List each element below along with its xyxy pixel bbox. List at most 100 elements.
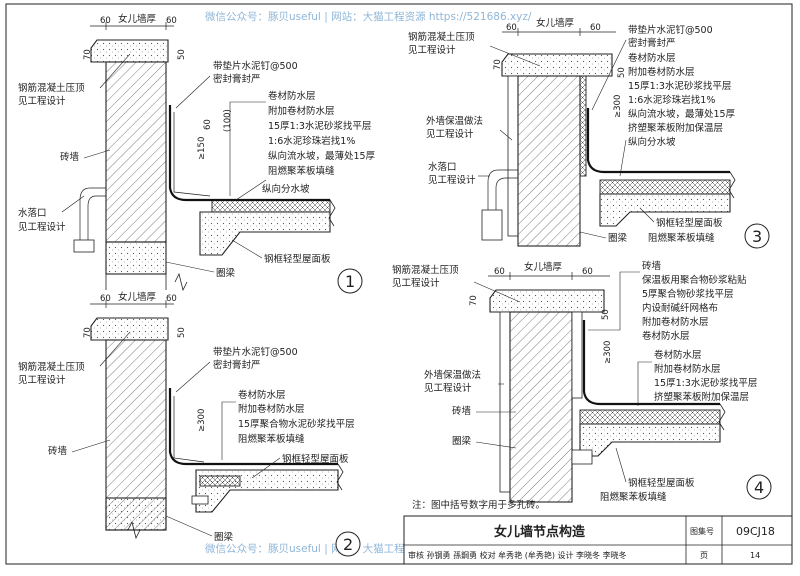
detail2-beam: 圈梁	[214, 531, 234, 543]
detail1-roof-panel	[199, 211, 331, 256]
detail3-wall-thickness: 女儿墙厚	[536, 17, 575, 29]
detail2-dim-50: 50	[177, 327, 187, 338]
detail4-brick: 砖墙	[452, 405, 472, 417]
detail1-dim-60b: 60	[166, 16, 177, 26]
detail4-top-layer-6: 卷材防水层	[642, 330, 690, 342]
detail3-dim-50: 50	[617, 67, 627, 78]
detail1-outlet-2: 见工程设计	[18, 221, 66, 233]
detail1-nail-1: 带垫片水泥钉@500	[213, 60, 298, 72]
detail3-nail-2: 密封膏封严	[628, 37, 676, 49]
detail1-dim-150: ≥150	[197, 137, 207, 160]
title-block: 女儿墙节点构造 图集号 09CJ18 页 14 审核 孙钢勇 孫鋼勇 校对 牟秀…	[403, 515, 793, 565]
detail3-number: 3	[752, 227, 762, 246]
detail3-beam: 圈梁	[608, 232, 628, 244]
detail1-beam: 圈梁	[216, 267, 236, 279]
detail4-layer-2: 附加卷材防水层	[654, 363, 721, 375]
detail2-layer-4: 阻燃聚苯板填缝	[238, 433, 305, 445]
detail1-dim-50: 50	[177, 49, 187, 60]
detail4-layer-1: 卷材防水层	[654, 349, 702, 361]
detail3-layer-2: 附加卷材防水层	[628, 66, 695, 78]
detail2-coping-label-2: 见工程设计	[18, 374, 66, 386]
detail3-layer-6: 挤塑聚苯板附加保温层	[628, 122, 723, 134]
detail1-insulation	[211, 199, 331, 213]
detail1-dim-60v: 60	[203, 119, 213, 130]
detail2-dim-60b: 60	[166, 294, 177, 304]
detail1-layer-5: 纵向流水坡，最薄处15厚	[268, 150, 376, 162]
detail4-fill: 阻燃聚苯板填缝	[600, 491, 667, 503]
detail4-top-layer-3: 5厚聚合物砂浆找平层	[642, 288, 734, 300]
detail1-coping-shape	[90, 39, 169, 63]
detail4-panel: 钢框轻型屋面板	[628, 477, 695, 489]
detail2-layer-3: 15厚聚合物水泥砂浆找平层	[238, 418, 355, 430]
detail1-brick-wall	[105, 61, 167, 243]
detail2-dim-60a: 60	[100, 294, 111, 304]
detail1-coping-label-2: 见工程设计	[18, 95, 66, 107]
detail2-layer-1: 卷材防水层	[238, 389, 286, 401]
detail3-fill: 阻燃聚苯板填缝	[648, 232, 715, 244]
detail4-coping-label-1: 钢筋混凝土压顶	[392, 264, 459, 276]
title-block-atlas-label: 图集号	[690, 526, 714, 536]
detail1-layer-4: 1:6水泥珍珠岩找1%	[268, 135, 355, 147]
detail1-dim-60a: 60	[100, 16, 111, 26]
title-block-title: 女儿墙节点构造	[494, 524, 586, 540]
detail1-wall-thickness: 女儿墙厚	[118, 13, 157, 25]
detail4-wall-thickness: 女儿墙厚	[524, 261, 563, 273]
detail3-panel: 钢框轻型屋面板	[656, 217, 723, 229]
detail3-layer-3: 15厚1:3水泥砂浆找平层	[628, 80, 731, 92]
detail-3: 60 60 女儿墙厚 70 50 ≥300 钢筋混凝土压顶 见工程设计 带垫片水…	[408, 17, 770, 249]
detail2-wall-thickness: 女儿墙厚	[118, 291, 157, 303]
detail4-insul-2: 见工程设计	[424, 382, 472, 394]
detail3-coping-label-2: 见工程设计	[408, 44, 456, 56]
detail1-dim-70: 70	[83, 49, 93, 60]
detail-2: 60 60 女儿墙厚 70 50 ≥300 钢筋混凝土压顶 见工程设计 带垫片水…	[18, 291, 361, 557]
detail4-dim-70: 70	[469, 295, 479, 306]
detail3-coping-label-1: 钢筋混凝土压顶	[408, 31, 475, 43]
detail1-coping-label-1: 钢筋混凝土压顶	[18, 82, 85, 94]
detail2-nail-1: 带垫片水泥钉@500	[213, 346, 298, 358]
detail2-dim-300: ≥300	[197, 409, 207, 432]
detail2-nail-2: 密封膏封严	[213, 359, 261, 371]
detail4-layer-3: 15厚1:3水泥砂浆找平层	[654, 377, 757, 389]
detail4-beam: 圈梁	[452, 435, 472, 447]
detail1-number: 1	[345, 272, 355, 291]
detail2-layer-2: 附加卷材防水层	[238, 403, 305, 415]
watermark-top: 微信公众号：豚贝useful | 网站：大猫工程资源 https://52168…	[205, 10, 532, 23]
title-block-signatures: 审核 孙钢勇 孫鋼勇 校对 牟秀艳 (牟秀艳) 设计 李晓冬 李晓冬	[408, 550, 627, 560]
title-block-atlas-no: 09CJ18	[736, 525, 775, 538]
detail1-layer-3: 15厚1:3水泥砂浆找平层	[268, 120, 371, 132]
detail3-insul-2: 见工程设计	[426, 128, 474, 140]
detail3-dim-60a: 60	[506, 23, 517, 33]
detail-4: 60 60 女儿墙厚 70 50 ≥300 钢筋混凝土压顶 见工程设计 砖墙 保…	[392, 260, 772, 503]
detail1-slope: 纵向分水坡	[262, 183, 310, 195]
detail2-number: 2	[343, 535, 353, 554]
detail1-dim-100: (100)	[223, 109, 233, 132]
detail3-dim-60b: 60	[590, 23, 601, 33]
detail3-insul-1: 外墙保温做法	[426, 115, 483, 127]
detail3-dim-300: ≥300	[613, 95, 623, 118]
detail2-dim-70: 70	[83, 327, 93, 338]
detail1-membrane	[168, 105, 330, 202]
detail1-ring-beam	[105, 241, 167, 275]
detail1-layer-6: 阻燃聚苯板填缝	[268, 165, 335, 177]
detail4-dim-60b: 60	[582, 267, 593, 277]
detail3-outlet-2: 见工程设计	[428, 174, 476, 186]
detail3-outlet-1: 水落口	[428, 161, 457, 173]
detail4-dim-300: ≥300	[603, 341, 613, 364]
detail4-top-layer-5: 附加卷材防水层	[642, 316, 709, 328]
detail2-panel: 钢框轻型屋面板	[282, 453, 349, 465]
note: 注：图中括号数字用于多孔砖。	[412, 499, 545, 511]
detail4-dim-60a: 60	[494, 267, 505, 277]
detail4-top-layer-2: 保温板用聚合物砂浆粘贴	[642, 274, 747, 286]
detail3-layer-5: 纵向流水坡，最薄处15厚	[628, 108, 736, 120]
detail1-panel: 钢框轻型屋面板	[264, 253, 331, 265]
title-block-page-label: 页	[700, 551, 708, 560]
detail-1: 60 60 女儿墙厚 70 50 60 (100) ≥150 钢筋混凝土压顶 见…	[18, 13, 376, 294]
title-block-page-no: 14	[750, 551, 760, 560]
detail4-top-layer-4: 内设耐碱纤网格布	[642, 302, 718, 314]
detail1-outlet-1: 水落口	[18, 207, 47, 219]
detail4-dim-50: 50	[601, 309, 611, 320]
detail2-brick: 砖墙	[48, 445, 68, 457]
detail1-nail-2: 密封膏封严	[213, 73, 261, 85]
detail2-coping-label-1: 钢筋混凝土压顶	[18, 361, 85, 373]
